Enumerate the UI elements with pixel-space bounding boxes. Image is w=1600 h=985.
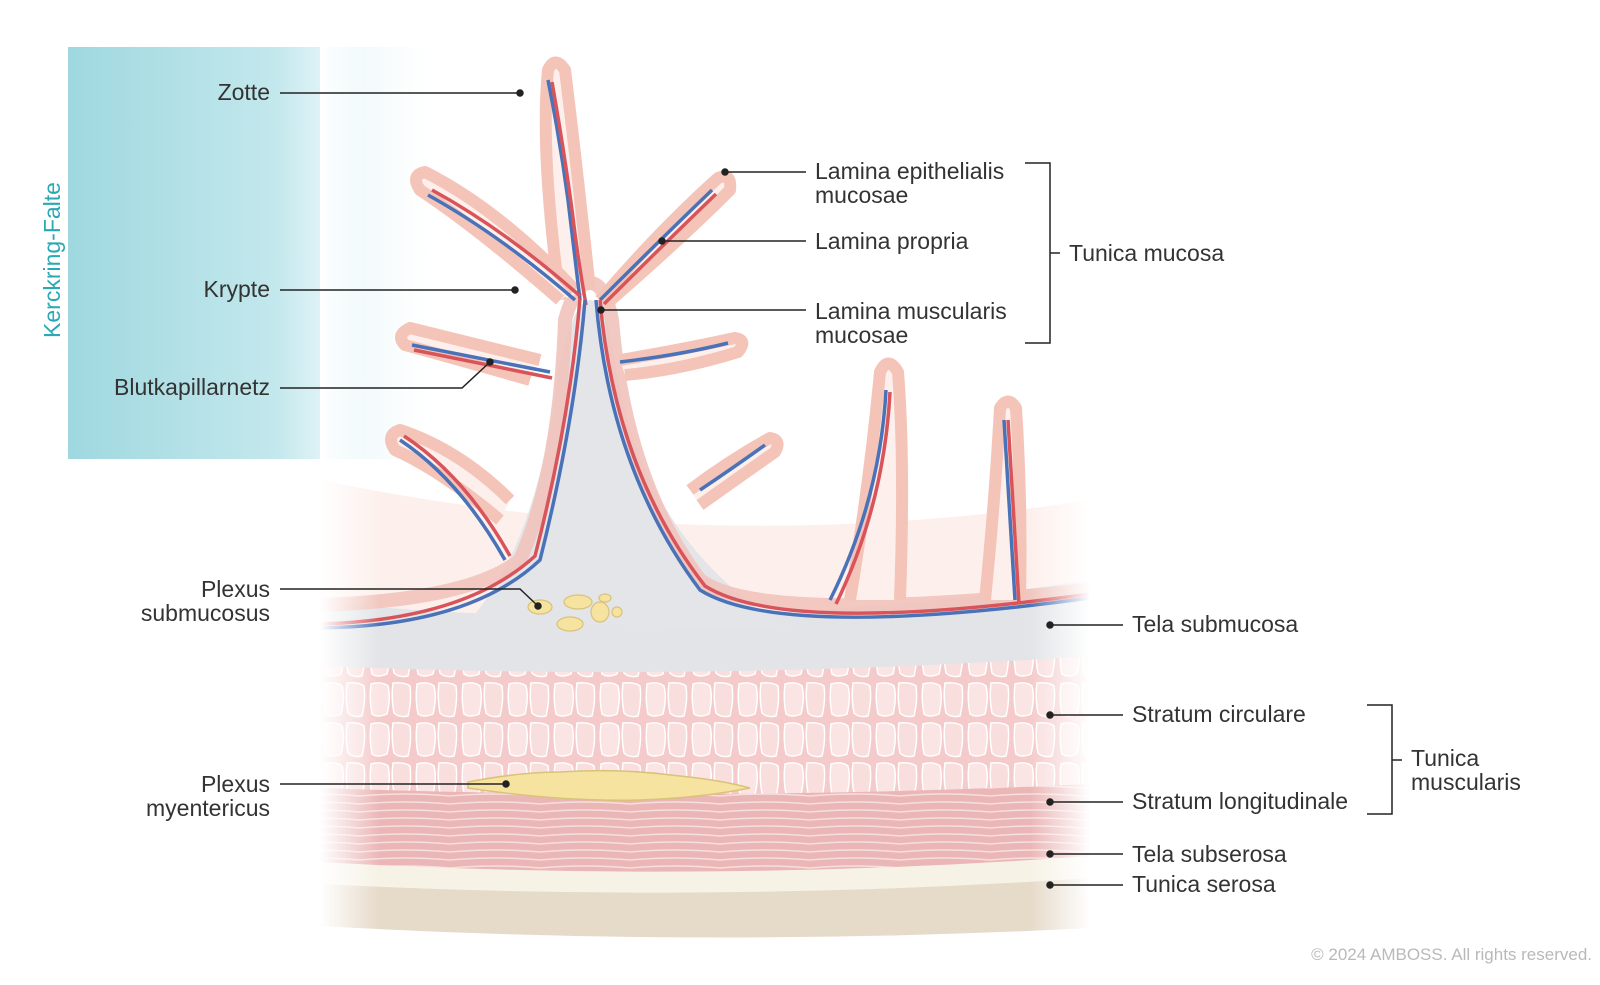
label-stratum-circulare: Stratum circulare [1132, 701, 1306, 727]
label-tela-subserosa: Tela subserosa [1132, 841, 1287, 867]
label-plexus-myentericus-1: Plexus [201, 771, 270, 797]
label-tunica-muscularis-2: muscularis [1411, 769, 1521, 795]
label-lamina-epithelialis-1: Lamina epithelialis [815, 158, 1004, 184]
right-leader-lines [597, 168, 1123, 889]
label-lamina-epithelialis-2: mucosae [815, 182, 908, 208]
label-lamina-muscularis-1: Lamina muscularis [815, 298, 1007, 324]
copyright-notice: © 2024 AMBOSS. All rights reserved. [1311, 945, 1592, 964]
muscularis-mucosae-line [320, 275, 1090, 613]
wall-layers [320, 40, 1090, 940]
label-plexus-submucosus-1: Plexus [201, 576, 270, 602]
label-blutkapillarnetz: Blutkapillarnetz [114, 374, 270, 400]
kerckring-fold-band [68, 47, 448, 459]
label-tunica-muscularis-1: Tunica [1411, 745, 1479, 771]
label-stratum-longitudinale: Stratum longitudinale [1132, 788, 1348, 814]
tunica-mucosa-bracket [1025, 162, 1060, 344]
stratum-circulare-layer [320, 654, 1090, 795]
label-lamina-muscularis-2: mucosae [815, 322, 908, 348]
label-zotte: Zotte [218, 79, 270, 105]
stratum-longitudinale-layer [320, 780, 1090, 872]
capillary-network [320, 79, 1090, 630]
label-plexus-myentericus-2: myentericus [146, 795, 270, 821]
label-krypte: Krypte [204, 276, 270, 302]
kerckring-falte-label: Kerckring-Falte [39, 182, 65, 338]
label-tunica-serosa: Tunica serosa [1132, 871, 1276, 897]
tela-subserosa-layer [320, 852, 1090, 893]
label-tunica-mucosa: Tunica mucosa [1069, 240, 1224, 266]
tunica-muscularis-bracket [1367, 704, 1402, 815]
label-lamina-propria: Lamina propria [815, 228, 969, 254]
label-plexus-submucosus-2: submucosus [141, 600, 270, 626]
left-leader-lines [280, 89, 542, 788]
label-tela-submucosa: Tela submucosa [1132, 611, 1298, 637]
plexus-myentericus-shape [467, 769, 751, 801]
plexus-submucosus-shape [527, 593, 623, 632]
